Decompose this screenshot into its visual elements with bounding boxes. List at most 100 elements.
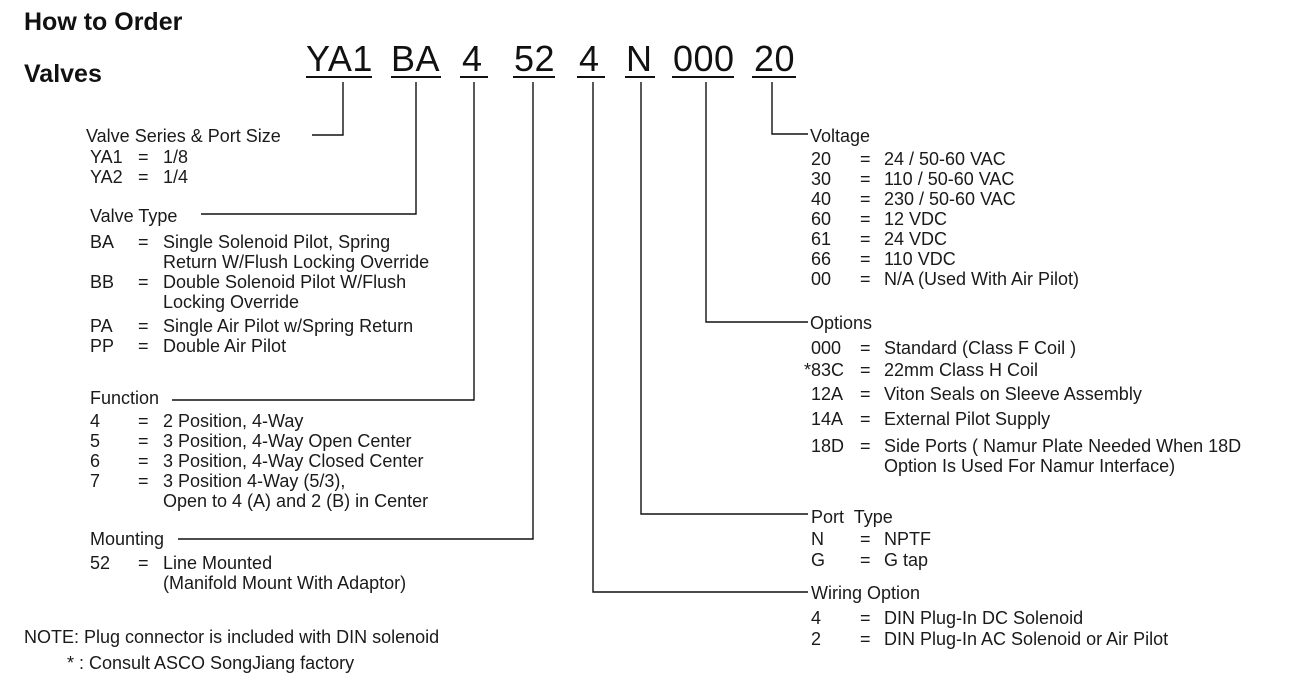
- equals-sign: =: [860, 149, 871, 169]
- equals-sign: =: [860, 169, 871, 189]
- equals-sign: =: [138, 471, 149, 491]
- code-underline-function: [460, 76, 488, 78]
- option-description-continued: (Manifold Mount With Adaptor): [163, 573, 407, 593]
- option-code: *83C: [804, 360, 845, 380]
- equals-sign: =: [860, 189, 871, 209]
- option-description: 110 VDC: [884, 249, 956, 269]
- option-description: 1/8: [163, 147, 189, 167]
- option-code: 00: [811, 269, 832, 289]
- option-description: 3 Position 4-Way (5/3),: [163, 471, 346, 491]
- equals-sign: =: [138, 431, 149, 451]
- code-part-mounting: 52: [514, 38, 556, 79]
- option-description: 24 VDC: [884, 229, 948, 249]
- equals-sign: =: [860, 629, 871, 649]
- section-title-function: Function: [90, 388, 160, 408]
- option-description-continued: Option Is Used For Namur Interface): [884, 456, 1176, 476]
- option-code: 20: [811, 149, 832, 169]
- option-description: NPTF: [884, 529, 931, 549]
- option-description: 230 / 50-60 VAC: [884, 189, 1016, 209]
- option-code: 2: [811, 629, 822, 649]
- equals-sign: =: [860, 360, 871, 380]
- option-code: BA: [90, 232, 115, 252]
- heading-how-to-order: How to Order: [24, 8, 183, 36]
- equals-sign: =: [860, 608, 871, 628]
- code-part-voltage: 20: [754, 38, 796, 79]
- option-description: 22mm Class H Coil: [884, 360, 1039, 380]
- equals-sign: =: [860, 249, 871, 269]
- option-description: G tap: [884, 550, 929, 570]
- connector-series: [312, 82, 344, 136]
- option-description: N/A (Used With Air Pilot): [884, 269, 1080, 289]
- option-code: BB: [90, 272, 115, 292]
- equals-sign: =: [860, 409, 871, 429]
- section-title-wiring: Wiring Option: [811, 583, 921, 603]
- equals-sign: =: [860, 338, 871, 358]
- equals-sign: =: [138, 232, 149, 252]
- option-code: PA: [90, 316, 113, 336]
- code-underline-port: [625, 76, 655, 78]
- code-part-options: 000: [673, 38, 735, 79]
- option-code: 61: [811, 229, 832, 249]
- option-description: Double Solenoid Pilot W/Flush: [163, 272, 407, 292]
- option-description: 2 Position, 4-Way: [163, 411, 304, 431]
- option-code: G: [811, 550, 826, 570]
- equals-sign: =: [860, 436, 871, 456]
- equals-sign: =: [860, 529, 871, 549]
- option-code: 6: [90, 451, 101, 471]
- option-description: 1/4: [163, 167, 189, 187]
- code-underline-series: [306, 76, 372, 78]
- option-code: 66: [811, 249, 832, 269]
- option-description: External Pilot Supply: [884, 409, 1051, 429]
- option-description: Single Solenoid Pilot, Spring: [163, 232, 391, 252]
- equals-sign: =: [138, 167, 149, 187]
- option-code: PP: [90, 336, 115, 356]
- connector-type: [201, 82, 417, 215]
- option-description: 3 Position, 4-Way Open Center: [163, 431, 412, 451]
- section-title-port: Port Type: [811, 507, 893, 527]
- option-code: 14A: [811, 409, 844, 429]
- equals-sign: =: [860, 384, 871, 404]
- equals-sign: =: [860, 269, 871, 289]
- code-underline-mounting: [513, 76, 555, 78]
- code-underline-type: [391, 76, 441, 78]
- option-code: YA2: [90, 167, 123, 187]
- connector-port: [640, 82, 808, 515]
- code-part-type: BA: [391, 38, 441, 79]
- option-code: N: [811, 529, 824, 549]
- option-code: 30: [811, 169, 832, 189]
- code-part-function: 4: [462, 38, 483, 79]
- option-description: DIN Plug-In DC Solenoid: [884, 608, 1084, 628]
- option-code: 60: [811, 209, 832, 229]
- option-description: Single Air Pilot w/Spring Return: [163, 316, 414, 336]
- option-description: Standard (Class F Coil ): [884, 338, 1077, 358]
- option-code: YA1: [90, 147, 123, 167]
- option-description: Viton Seals on Sleeve Assembly: [884, 384, 1142, 404]
- section-title-series: Valve Series & Port Size: [86, 126, 281, 146]
- option-description: 24 / 50-60 VAC: [884, 149, 1006, 169]
- option-description: 110 / 50-60 VAC: [884, 169, 1015, 189]
- note-line-1: NOTE: Plug connector is included with DI…: [24, 627, 440, 647]
- option-code: 40: [811, 189, 832, 209]
- equals-sign: =: [138, 336, 149, 356]
- note-line-2: * : Consult ASCO SongJiang factory: [67, 653, 355, 673]
- option-description-continued: Open to 4 (A) and 2 (B) in Center: [163, 491, 429, 511]
- code-underline-options: [672, 76, 734, 78]
- connector-function: [172, 82, 475, 401]
- connector-wiring: [592, 82, 808, 593]
- connector-mounting: [178, 82, 534, 540]
- code-part-series: YA1: [306, 38, 373, 79]
- equals-sign: =: [138, 411, 149, 431]
- code-underline-wiring: [577, 76, 605, 78]
- equals-sign: =: [860, 550, 871, 570]
- connector-options: [705, 82, 808, 323]
- equals-sign: =: [860, 229, 871, 249]
- equals-sign: =: [860, 209, 871, 229]
- equals-sign: =: [138, 553, 149, 573]
- option-code: 18D: [811, 436, 845, 456]
- option-code: 5: [90, 431, 101, 451]
- option-description-continued: Return W/Flush Locking Override: [163, 252, 430, 272]
- option-code: 000: [811, 338, 842, 358]
- section-title-type: Valve Type: [90, 206, 178, 226]
- option-code: 52: [90, 553, 111, 573]
